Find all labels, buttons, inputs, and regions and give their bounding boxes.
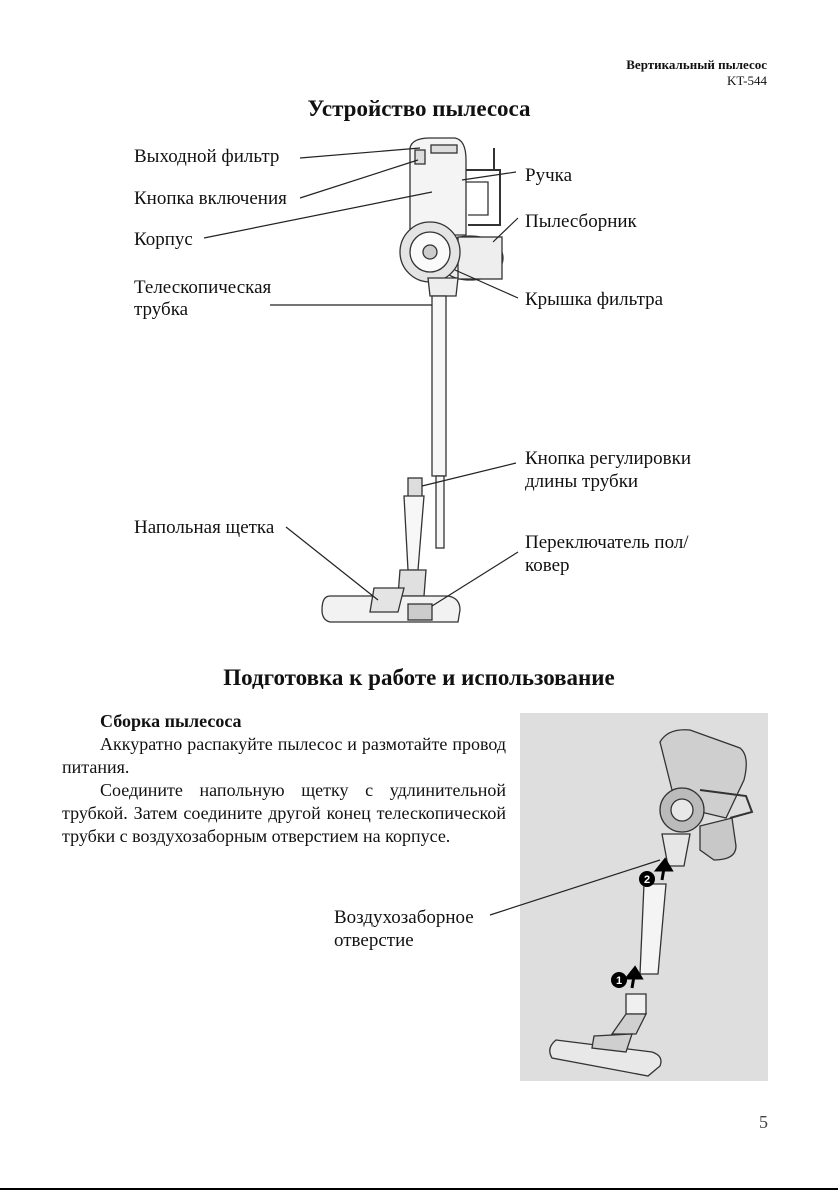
label-exhaust-filter: Выходной фильтр xyxy=(134,146,280,167)
label-tube-line2: трубка xyxy=(134,299,189,320)
header-title: Вертикальный пылесос xyxy=(626,57,767,72)
label-switch-line2: ковер xyxy=(525,555,570,576)
vacuum-illustration xyxy=(321,137,504,623)
page-number: 5 xyxy=(759,1112,768,1132)
label-filter-cover: Крышка фильтра xyxy=(525,289,664,310)
arrow-step-2 xyxy=(653,857,674,881)
subheading: Сборка пылесоса xyxy=(100,711,242,731)
leader-lines xyxy=(203,147,519,607)
header-model: KT-544 xyxy=(727,73,767,88)
label-length-button-line1: Кнопка регулировки xyxy=(525,448,692,469)
label-tube-line1: Телескопическая xyxy=(134,277,272,298)
label-dust-container: Пылесборник xyxy=(525,211,637,232)
step-2-number: 2 xyxy=(644,874,650,886)
label-handle: Ручка xyxy=(525,165,572,186)
section-heading: Подготовка к работе и использование xyxy=(223,665,615,690)
paragraph-1: Аккуратно распакуйте пылесос и размотайт… xyxy=(62,734,506,777)
intake-leader-line xyxy=(489,859,661,916)
bottom-rule xyxy=(0,1188,838,1190)
step-1-badge xyxy=(611,972,627,988)
label-air-intake-line2: отверстие xyxy=(334,930,414,951)
label-floor-brush: Напольная щетка xyxy=(134,517,275,538)
label-air-intake-line1: Воздухозаборное xyxy=(334,907,474,928)
instructions-text: Сборка пылесоса Аккуратно распакуйте пыл… xyxy=(62,710,506,848)
step-1-number: 1 xyxy=(616,975,622,987)
diagram-heading: Устройство пылесоса xyxy=(307,96,531,121)
label-length-button-line2: длины трубки xyxy=(525,471,639,492)
label-power-button: Кнопка включения xyxy=(134,188,287,209)
paragraph-2: Соедините напольную щетку с удлинительно… xyxy=(62,780,506,846)
label-body: Корпус xyxy=(134,229,193,250)
step-2-badge xyxy=(639,871,655,887)
label-switch-line1: Переключатель пол/ xyxy=(525,532,689,553)
arrow-step-1 xyxy=(623,965,644,989)
